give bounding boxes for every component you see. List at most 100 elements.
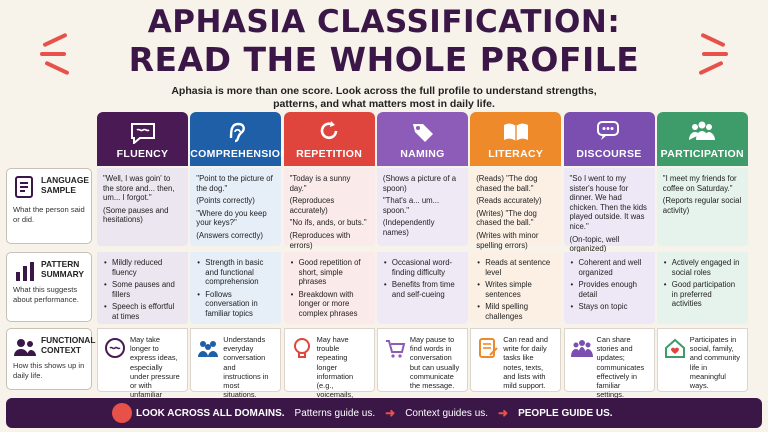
sample-text: "I meet my friends for coffee on Saturda… (662, 174, 737, 193)
row-desc: How this shows up in daily life. (13, 361, 85, 380)
column-header-fluency: FLUENCY (97, 112, 188, 166)
head-icon (293, 338, 310, 358)
column-label: DISCOURSE (576, 148, 642, 160)
pattern-bullet: Speech is effortful at times (103, 302, 182, 321)
notepad-icon (479, 338, 498, 358)
home-heart-icon (664, 338, 685, 358)
sample-text: (Answers correctly) (196, 230, 264, 240)
sample-text: (Points correctly) (196, 196, 255, 206)
functional-context-cell: May pause to find words in conversation … (376, 328, 468, 392)
sample-text: (Reproduces accurately) (289, 196, 335, 215)
pattern-bullet: Good repetition of short, simple phrases (290, 258, 369, 287)
functional-context-cell: Can read and write for daily tasks like … (470, 328, 562, 392)
sample-text: (Writes) "The dog chased the ball." (476, 208, 537, 228)
footer-part-4: PEOPLE GUIDE US. (518, 407, 613, 419)
pattern-summary-cell: Reads at sentence levelWrites simple sen… (470, 252, 562, 324)
functional-context-cell: May have trouble repeating longer inform… (283, 328, 375, 418)
pattern-bullet: Mild spelling challenges (476, 302, 555, 321)
people-icon (198, 341, 219, 357)
pattern-bullet: Strength in basic and functional compreh… (196, 258, 275, 287)
functional-text: Can read and write for daily tasks like … (503, 335, 548, 391)
language-sample-cell: "So I went to my sister's house for dinn… (563, 168, 655, 253)
sample-text: (Some pauses and hesitations) (103, 205, 169, 225)
chat-bubbles-icon (597, 121, 619, 140)
functional-text: Understands everyday conversation and in… (223, 335, 269, 400)
pattern-summary-cell: Strength in basic and functional compreh… (190, 252, 282, 324)
pattern-summary-cell: Actively engaged in social rolesGood par… (656, 252, 748, 324)
pattern-bullet: Mildly reduced fluency (103, 258, 182, 277)
row-label-functional-context: FUNCTIONAL CONTEXT How this shows up in … (6, 328, 96, 390)
functional-context-cell: Participates in social, family, and comm… (656, 328, 748, 392)
bar-chart-icon (16, 262, 34, 281)
pattern-bullet: Actively engaged in social roles (663, 258, 742, 277)
arrow-icon: ➜ (498, 406, 509, 420)
column-label: LITERACY (488, 148, 544, 160)
column-label: FLUENCY (116, 148, 169, 160)
column-label: COMPREHENSION (190, 148, 289, 160)
cart-icon (385, 340, 406, 358)
functional-text: Participates in social, family, and comm… (689, 335, 740, 391)
footer-part-2: Patterns guide us. (294, 407, 376, 419)
pattern-summary-cell: Good repetition of short, simple phrases… (283, 252, 375, 324)
row-desc: What the person said or did. (13, 205, 85, 224)
row-title: LANGUAGE SAMPLE (41, 175, 89, 195)
row-desc: What this suggests about performance. (13, 285, 79, 304)
repeat-icon (320, 121, 338, 140)
functional-context-cell: Can share stories and updates; communica… (563, 328, 655, 399)
column-label: NAMING (400, 148, 445, 160)
title-line-2: READ THE WHOLE PROFILE (128, 40, 640, 79)
sample-text: (Reads) "The dog chased the ball." (476, 174, 538, 193)
column-header-literacy: LITERACY (470, 112, 562, 166)
pattern-bullet: Some pauses and fillers (103, 280, 182, 299)
pattern-bullet: Stays on topic (570, 302, 649, 312)
heart-icon (112, 403, 132, 423)
sample-text: (Writes with minor spelling errors) (476, 230, 539, 250)
speech-bubble-icon (130, 123, 155, 144)
language-sample-cell: (Reads) "The dog chased the ball." (Reads… (470, 168, 562, 250)
language-sample-cell: (Shows a picture of a spoon)"That's a...… (376, 168, 468, 246)
footer-part-1: LOOK ACROSS ALL DOMAINS. (136, 407, 285, 419)
functional-context-cell: Understands everyday conversation and in… (190, 328, 282, 399)
language-sample-cell: "Point to the picture of the dog." (Point… (190, 168, 282, 246)
row-title: FUNCTIONAL CONTEXT (41, 335, 96, 355)
sample-text: (Reads accurately) (476, 196, 542, 206)
language-sample-cell: "Today is a sunny day."(Reproduces accur… (283, 168, 375, 250)
sample-text: (Reports regular social activity) (662, 196, 742, 215)
people-icon (14, 339, 36, 356)
people-icon (570, 340, 593, 357)
arrow-icon: ➜ (385, 406, 396, 420)
functional-text: Can share stories and updates; communica… (596, 335, 645, 400)
pattern-bullet: Good participation in preferred activiti… (663, 280, 742, 309)
language-sample-cell: "I meet my friends for coffee on Saturda… (656, 168, 748, 246)
footer-part-3: Context guides us. (405, 407, 489, 419)
people-icon (689, 121, 716, 140)
pattern-bullet: Benefits from time and self-cueing (383, 280, 462, 299)
column-label: REPETITION (296, 148, 363, 160)
pattern-bullet: Coherent and well organized (570, 258, 649, 277)
document-icon (15, 176, 33, 198)
column-header-participation: PARTICIPATION (656, 112, 748, 166)
row-label-pattern-summary: PATTERN SUMMARY What this suggests about… (6, 252, 92, 322)
sample-text: "So I went to my sister's house for dinn… (569, 174, 647, 231)
row-title: PATTERN SUMMARY (41, 259, 84, 279)
sample-text: "Where do you keep your keys?" (196, 208, 267, 228)
pattern-summary-cell: Mildly reduced fluencySome pauses and fi… (97, 252, 188, 324)
column-header-repetition: REPETITION (283, 112, 375, 166)
sample-text: (Reproduces with errors) (289, 230, 351, 250)
sample-text: "Point to the picture of the dog." (196, 174, 273, 193)
tag-icon (413, 124, 434, 142)
functional-context-cell: May take longer to express ideas, especi… (97, 328, 188, 408)
column-header-naming: NAMING (376, 112, 468, 166)
sample-text: "Well, I was goin' to the store and... t… (103, 174, 175, 203)
pattern-bullet: Reads at sentence level (476, 258, 555, 277)
sample-text: "No ifs, ands, or buts." (289, 218, 367, 228)
sample-text: "That's a... um... spoon." (382, 196, 440, 215)
speech-bubble-icon (105, 338, 125, 358)
ear-icon (229, 122, 245, 143)
footer-banner: LOOK ACROSS ALL DOMAINS. Patterns guide … (6, 398, 762, 428)
pattern-bullet: Provides enough detail (570, 280, 649, 299)
language-sample-cell: "Well, I was goin' to the store and... t… (97, 168, 188, 246)
column-header-comprehension: COMPREHENSION (190, 112, 289, 166)
column-header-discourse: DISCOURSE (563, 112, 655, 166)
pattern-summary-cell: Occasional word-finding difficultyBenefi… (376, 252, 468, 324)
